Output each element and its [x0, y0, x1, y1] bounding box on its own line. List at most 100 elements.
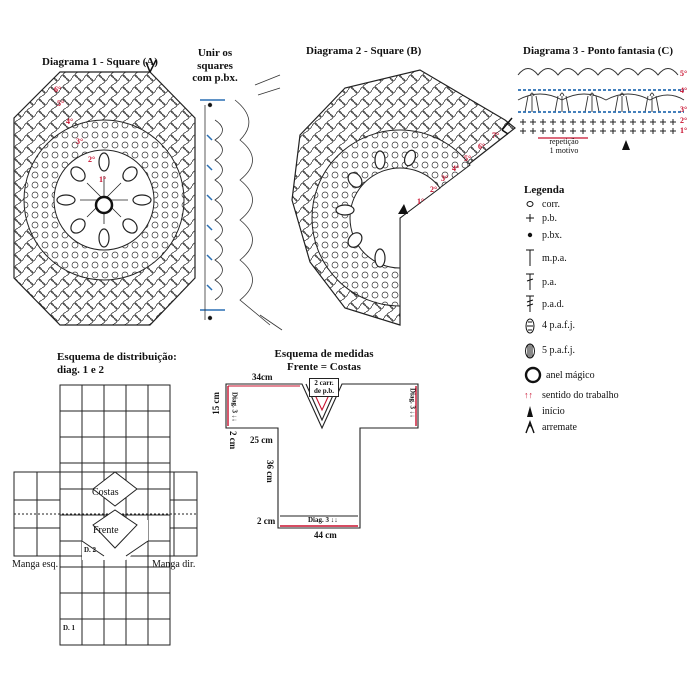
- width-34: 34cm: [252, 372, 273, 382]
- measurement-title-line: Esquema de medidas: [274, 348, 374, 360]
- row-number: 3°: [680, 105, 688, 114]
- neck-rows-label: 2 carr. de p.b.: [309, 378, 339, 397]
- round-number: 5°: [464, 154, 472, 163]
- height-2a: 2 cm: [227, 431, 238, 450]
- legend-label: 4 p.a.f.j.: [542, 319, 576, 331]
- legend-item: arremate: [524, 420, 577, 434]
- magic-ring-icon: [94, 195, 114, 215]
- round-number: 5°: [57, 99, 65, 108]
- start-icon: [527, 406, 533, 417]
- manga-dir-label: Manga dir.: [152, 559, 196, 570]
- diagram-1-title: Diagrama 1 - Square (A): [42, 56, 158, 68]
- distribution-scheme: [13, 384, 198, 646]
- diag3-bottom-label: Diag. 3 ↓↓: [308, 516, 338, 524]
- arrows-icon: ↑↑: [524, 390, 533, 400]
- height-15: 15 cm: [211, 392, 221, 415]
- d1-petals: [56, 152, 152, 248]
- d1-label: D. 1: [63, 624, 76, 632]
- diag3-sleeve-label: Diag. 3 ↓↓: [230, 392, 239, 422]
- neck-rows-line: 2 carr.: [314, 379, 334, 387]
- diag3-right-label: Diag. 3 ↓↓: [408, 388, 417, 418]
- round-number: 4°: [452, 164, 460, 173]
- join-note-line: Unir os: [197, 47, 233, 59]
- pad-icon: [526, 295, 534, 312]
- measurement-title-line: Frente = Costas: [287, 361, 361, 374]
- 5pafj-icon: [525, 343, 535, 359]
- finish-icon: [525, 420, 535, 434]
- legend-item: m.p.a.: [524, 248, 567, 268]
- legend-label: arremate: [542, 421, 577, 433]
- round-number: 6°: [478, 142, 486, 151]
- join-note-line: squares: [197, 59, 233, 72]
- round-number: 2°: [88, 155, 96, 164]
- distribution-title-line: diag. 1 e 2: [57, 364, 105, 377]
- diagram-3-title: Diagrama 3 - Ponto fantasia (C): [523, 45, 674, 57]
- diagram-3-ponto-fantasia: [517, 68, 685, 150]
- round-number: 3°: [76, 137, 84, 146]
- dot-icon: [527, 232, 533, 238]
- ring-icon: [524, 366, 542, 384]
- diagram-1-square-a: [13, 59, 196, 326]
- diagram-2-square-b: [291, 69, 516, 326]
- join-note-line: com p.bx.: [192, 72, 238, 85]
- row-number: 1°: [680, 126, 688, 135]
- legend-label: início: [542, 405, 565, 417]
- legend-item: ↑↑ sentido do trabalho: [524, 388, 619, 402]
- repeat-label: repetição 1 motivo: [540, 137, 588, 156]
- height-2b: 2 cm: [257, 516, 276, 526]
- pa-icon: [526, 273, 534, 290]
- join-strips: [200, 74, 283, 331]
- legend-label: corr.: [542, 198, 561, 210]
- legend-item: p.a.: [524, 272, 556, 292]
- measurement-scheme: [225, 383, 419, 529]
- plus-icon: [526, 214, 534, 222]
- round-number: 6°: [54, 85, 62, 94]
- neck-rows-line: de p.b.: [313, 387, 335, 396]
- circle-icon: [526, 201, 534, 207]
- join-note: Unir os squares com p.bx.: [188, 47, 242, 85]
- round-number: 3°: [441, 174, 449, 183]
- mpa-icon: [526, 249, 534, 266]
- row-number: 2°: [680, 116, 688, 125]
- legend-item: p.a.d.: [524, 294, 564, 314]
- width-44: 44 cm: [314, 530, 337, 540]
- legend-label: m.p.a.: [542, 252, 567, 264]
- legend-label: p.bx.: [542, 229, 562, 241]
- round-number: 1°: [99, 175, 107, 184]
- legend-label: p.b.: [542, 212, 557, 224]
- row-number: 4°: [680, 86, 688, 95]
- legend-item: início: [524, 404, 565, 418]
- legend-item: p.bx.: [524, 228, 562, 242]
- start-icon: [398, 204, 408, 214]
- d2-label: D. 2: [84, 546, 97, 554]
- measurement-title: Esquema de medidas Frente = Costas: [270, 348, 378, 374]
- distribution-title-line: Esquema de distribuição:: [57, 351, 177, 363]
- legend-item: anel mágico: [524, 366, 595, 384]
- manga-esq-label: Manga esq.: [12, 559, 59, 570]
- legend-item: p.b.: [524, 211, 557, 225]
- repeat-line: repetição: [549, 137, 579, 146]
- finish-icon: [145, 59, 157, 73]
- legend-label: 5 p.a.f.j.: [542, 344, 576, 356]
- round-number: 1°: [417, 197, 425, 206]
- diagram-2-title: Diagrama 2 - Square (B): [306, 45, 422, 57]
- costas-label: Costas: [92, 487, 119, 498]
- 4pafj-icon: [525, 318, 535, 334]
- round-number: 7°: [492, 131, 500, 140]
- round-number: 4°: [66, 117, 74, 126]
- legend-label: sentido do trabalho: [542, 389, 619, 401]
- height-36: 36 cm: [264, 460, 275, 483]
- width-25: 25 cm: [250, 435, 273, 445]
- legend-item: corr.: [524, 197, 560, 211]
- distribution-title: Esquema de distribuição: diag. 1 e 2: [57, 351, 177, 377]
- frente-label: Frente: [93, 525, 119, 536]
- legend-title: Legenda: [524, 184, 565, 196]
- legend-label: anel mágico: [546, 369, 595, 381]
- legend-label: p.a.d.: [542, 298, 564, 310]
- legend-label: p.a.: [542, 276, 557, 288]
- legend-item: 5 p.a.f.j.: [524, 341, 575, 359]
- repeat-line: 1 motivo: [549, 145, 579, 155]
- round-number: 2°: [430, 185, 438, 194]
- legend-item: 4 p.a.f.j.: [524, 316, 575, 334]
